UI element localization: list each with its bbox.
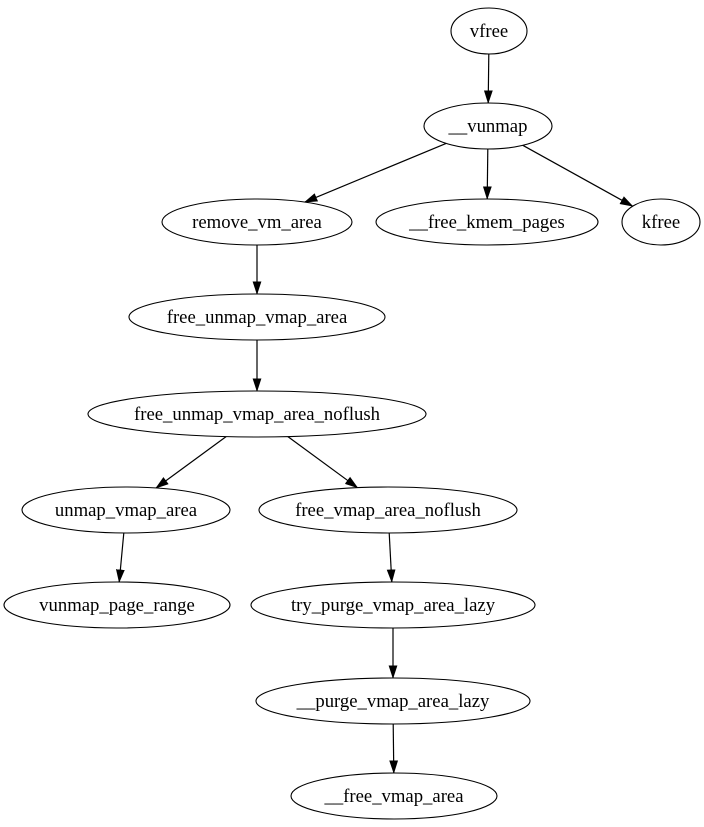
edge-free_unmap_vmap_area_noflush-to-unmap_vmap_area <box>155 436 227 489</box>
edge-__vunmap-to-__free_kmem_pages <box>482 148 492 200</box>
node-shape <box>161 198 353 246</box>
node-shape <box>450 7 528 55</box>
node-__free_kmem_pages: __free_kmem_pages <box>375 198 599 246</box>
edge-line <box>522 144 634 207</box>
node-label: __free_kmem_pages <box>408 212 565 233</box>
node-free_vmap_area_noflush: free_vmap_area_noflush <box>258 486 518 534</box>
edge-unmap_vmap_area-to-vunmap_page_range <box>115 532 125 583</box>
node-label: vfree <box>470 21 508 42</box>
node-free_unmap_vmap_area_noflush: free_unmap_vmap_area_noflush <box>87 390 427 438</box>
node-label: __vunmap <box>448 116 528 137</box>
node-shape <box>621 198 701 246</box>
node-shape <box>255 677 531 725</box>
edge-line <box>287 436 359 489</box>
node-__free_vmap_area: __free_vmap_area <box>290 772 498 820</box>
node-shape <box>375 198 599 246</box>
edge-layer <box>115 53 634 774</box>
edge-__vunmap-to-kfree <box>522 144 634 207</box>
node-shape <box>423 102 553 150</box>
node-label: __free_vmap_area <box>323 786 464 807</box>
node-__purge_vmap_area_lazy: __purge_vmap_area_lazy <box>255 677 531 725</box>
node-vunmap_page_range: vunmap_page_range <box>3 581 231 629</box>
node-label: remove_vm_area <box>192 212 322 233</box>
edge-free_vmap_area_noflush-to-try_purge_vmap_area_lazy <box>386 532 396 583</box>
node-shape <box>250 581 536 629</box>
node-__vunmap: __vunmap <box>423 102 553 150</box>
node-shape <box>128 293 386 341</box>
node-shape <box>3 581 231 629</box>
edge-line <box>303 142 447 203</box>
node-label: free_unmap_vmap_area <box>167 307 348 328</box>
edge-line <box>483 53 493 104</box>
edge-line <box>115 532 125 583</box>
edge-vfree-to-__vunmap <box>483 53 493 104</box>
edge-free_unmap_vmap_area_noflush-to-free_vmap_area_noflush <box>287 436 359 489</box>
node-label: unmap_vmap_area <box>55 500 198 521</box>
edge-line <box>386 532 396 583</box>
node-label: free_unmap_vmap_area_noflush <box>134 404 381 425</box>
edge-__purge_vmap_area_lazy-to-__free_vmap_area <box>389 723 399 774</box>
node-label: vunmap_page_range <box>39 595 195 616</box>
node-layer: vfree __vunmap remove_vm_area __free_kmem_p… <box>3 7 701 820</box>
node-free_unmap_vmap_area: free_unmap_vmap_area <box>128 293 386 341</box>
node-unmap_vmap_area: unmap_vmap_area <box>21 486 231 534</box>
node-vfree: vfree <box>450 7 528 55</box>
node-label: __purge_vmap_area_lazy <box>296 691 490 712</box>
edge-line <box>482 148 492 200</box>
node-label: kfree <box>642 212 680 233</box>
node-shape <box>87 390 427 438</box>
edge-line <box>155 436 227 489</box>
node-remove_vm_area: remove_vm_area <box>161 198 353 246</box>
node-try_purge_vmap_area_lazy: try_purge_vmap_area_lazy <box>250 581 536 629</box>
edge-line <box>389 723 399 774</box>
node-kfree: kfree <box>621 198 701 246</box>
node-label: try_purge_vmap_area_lazy <box>291 595 496 616</box>
node-label: free_vmap_area_noflush <box>295 500 481 521</box>
node-shape <box>290 772 498 820</box>
node-shape <box>258 486 518 534</box>
edge-__vunmap-to-remove_vm_area <box>303 142 447 203</box>
node-shape <box>21 486 231 534</box>
